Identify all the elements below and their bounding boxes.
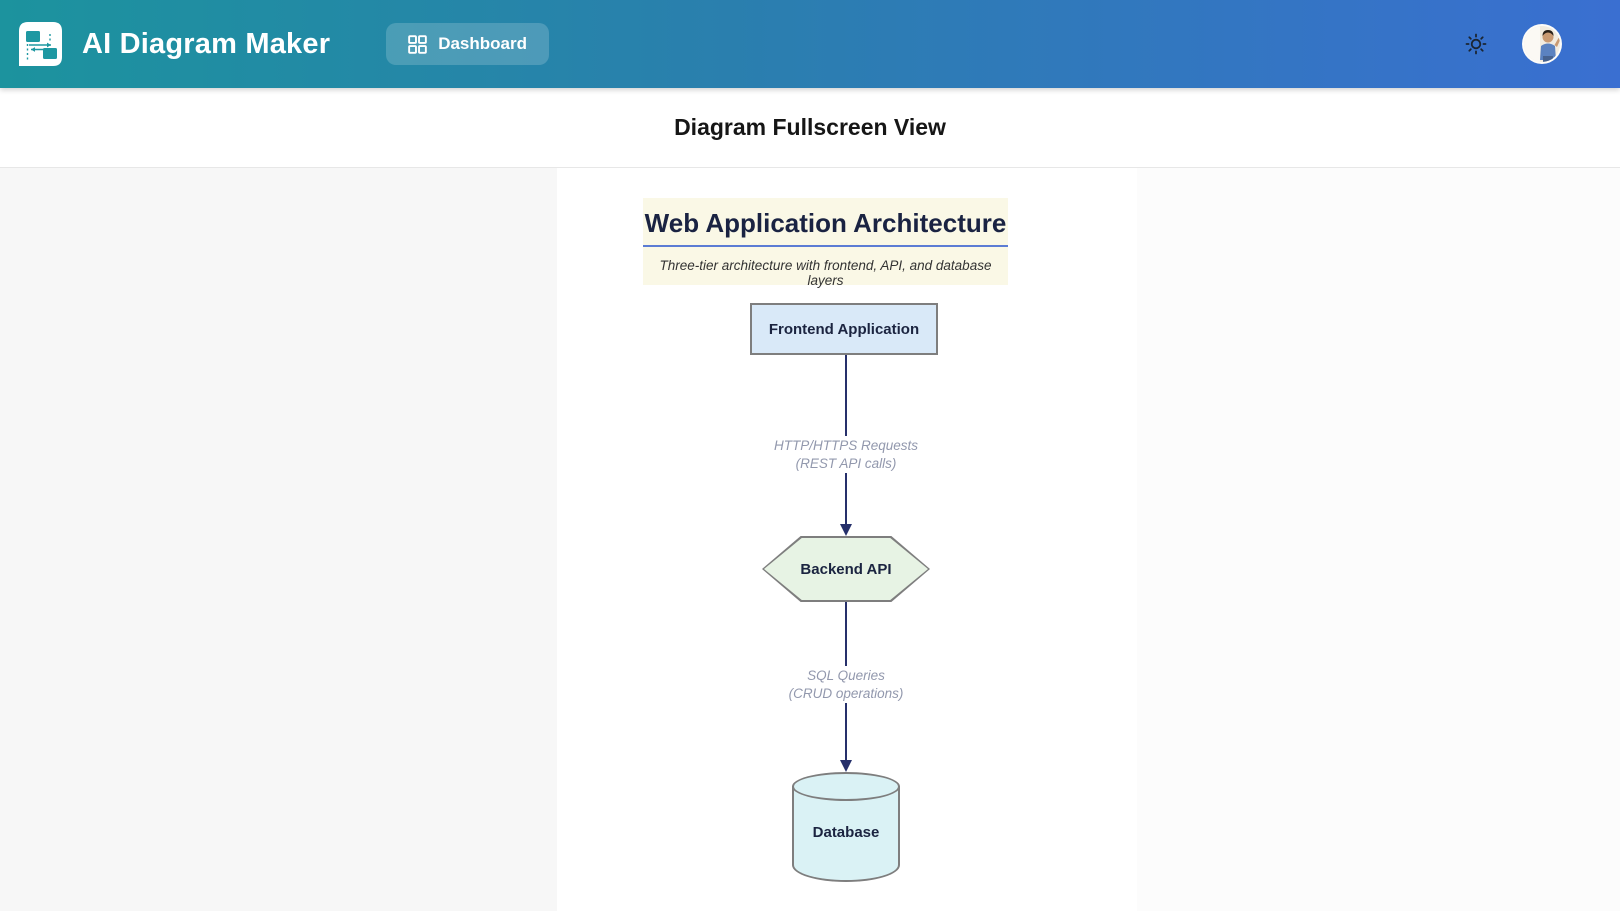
app-logo-icon bbox=[12, 16, 68, 72]
diagram-subtitle: Three-tier architecture with frontend, A… bbox=[659, 258, 992, 288]
edge-label-line1: SQL Queries bbox=[807, 668, 885, 683]
brand[interactable]: AI Diagram Maker bbox=[12, 16, 330, 72]
left-gutter bbox=[0, 168, 557, 911]
node-frontend-application[interactable]: Frontend Application bbox=[750, 303, 938, 355]
page-title: Diagram Fullscreen View bbox=[674, 114, 946, 140]
node-database-label: Database bbox=[812, 824, 880, 841]
node-backend-api[interactable]: Backend API bbox=[762, 536, 930, 602]
diagram-title-underline bbox=[643, 245, 1008, 247]
arrowhead-down-icon bbox=[840, 760, 852, 772]
page-title-bar: Diagram Fullscreen View bbox=[0, 88, 1620, 168]
diagram-title-box: Web Application Architecture Three-tier … bbox=[643, 198, 1008, 288]
diagram-title: Web Application Architecture bbox=[644, 208, 1007, 238]
edge-label-line2: (REST API calls) bbox=[795, 455, 897, 471]
sun-icon bbox=[1464, 32, 1488, 56]
hexagon-fill bbox=[764, 538, 928, 600]
diagram-canvas: Web Application Architecture Three-tier … bbox=[557, 168, 1137, 911]
dashboard-grid-icon bbox=[408, 34, 427, 54]
cylinder-top bbox=[792, 772, 900, 801]
edge-label-sql-queries: SQL Queries (CRUD operations) bbox=[783, 666, 909, 703]
node-backend-label: Backend API bbox=[800, 560, 892, 578]
arrowhead-down-icon bbox=[840, 524, 852, 536]
right-gutter bbox=[1137, 168, 1620, 911]
user-avatar[interactable] bbox=[1522, 24, 1562, 64]
node-database[interactable]: Database bbox=[792, 772, 900, 882]
theme-toggle-button[interactable] bbox=[1462, 30, 1490, 58]
app-title: AI Diagram Maker bbox=[82, 27, 331, 60]
dashboard-button[interactable]: Dashboard bbox=[386, 23, 549, 65]
app-header: AI Diagram Maker Dashboard bbox=[0, 0, 1620, 88]
node-frontend-label: Frontend Application bbox=[768, 320, 920, 338]
edge-label-http-requests: HTTP/HTTPS Requests (REST API calls) bbox=[768, 436, 924, 473]
edge-label-line2: (CRUD operations) bbox=[788, 685, 904, 701]
dashboard-button-label: Dashboard bbox=[438, 34, 527, 53]
edge-label-line1: HTTP/HTTPS Requests bbox=[773, 438, 919, 453]
cylinder-body bbox=[792, 786, 900, 882]
content-area: Web Application Architecture Three-tier … bbox=[0, 168, 1620, 911]
